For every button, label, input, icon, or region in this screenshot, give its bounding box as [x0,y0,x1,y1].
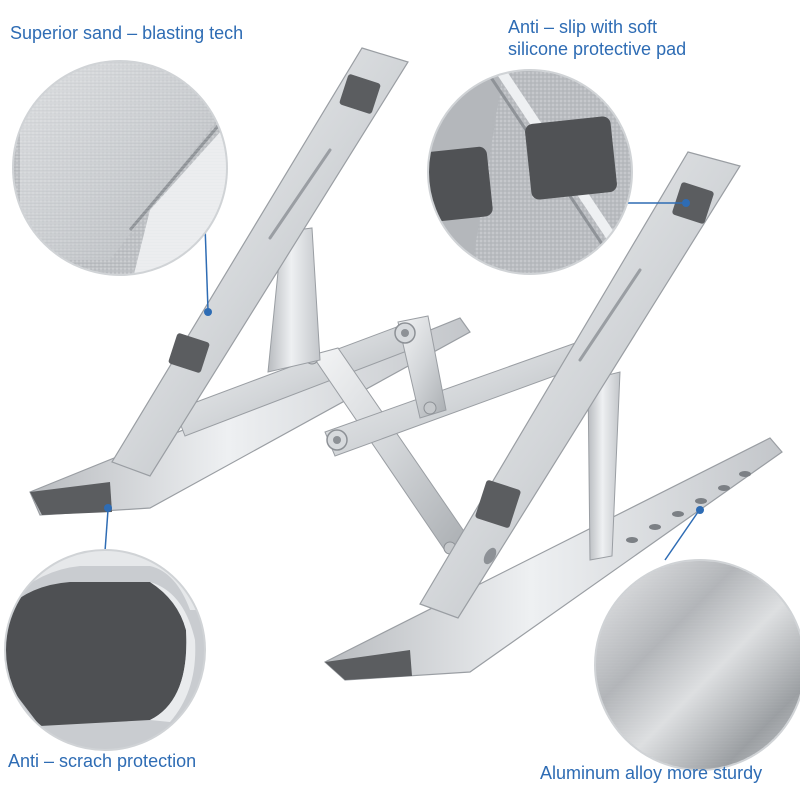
silicone-pad-small [428,146,493,224]
zoom-circle-anti-slip-pad [427,69,633,275]
left-arm-mid-pad [168,333,210,373]
caption-anti-slip-line2: silicone protective pad [508,39,687,59]
caption-anti-scratch: Anti – scrach protection [8,751,197,771]
left-upright-arm [111,47,409,477]
stand [29,47,783,681]
silicone-pad-large [525,116,617,200]
caption-anti-slip-line1: Anti – slip with soft [508,17,658,37]
caption-aluminum-alloy: Aluminum alloy more sturdy [540,763,763,783]
right-base-rail [323,437,783,681]
left-foot-pad [30,482,112,515]
caption-sand-blasting: Superior sand – blasting tech [10,23,244,43]
left-arm-top-pad [339,74,381,114]
zoom-circle-aluminum [594,559,800,771]
right-foot-pad [325,650,412,680]
right-arm-top-pad [672,182,714,224]
zoom-circle-anti-scratch [4,549,206,751]
rubber-foot-pad [5,582,187,726]
zoom-circle-sand-blasting [12,60,228,276]
caption-anti-slip: Anti – slip with soft silicone protectiv… [508,16,686,60]
right-arm-mid-pad [475,480,521,528]
